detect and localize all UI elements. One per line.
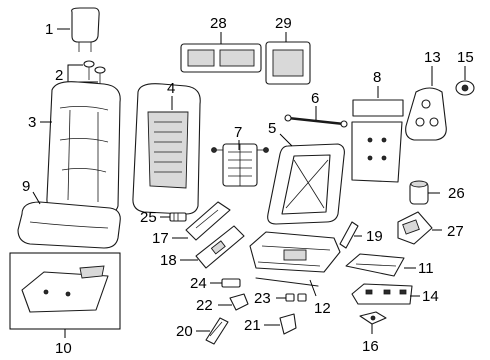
part-switch-21 — [279, 313, 297, 335]
part-seat-adjuster — [249, 231, 341, 287]
callout-10: 10 — [55, 340, 72, 357]
part-seat-back-heater — [132, 83, 201, 215]
part-handle-20 — [205, 317, 229, 345]
callout-16: 16 — [362, 338, 379, 355]
callout-28: 28 — [210, 15, 227, 32]
callout-22: 22 — [196, 297, 213, 314]
callout-5: 5 — [268, 120, 276, 137]
part-back-panel — [405, 87, 447, 141]
part-clip-16 — [359, 311, 387, 325]
callout-11: 11 — [418, 260, 434, 277]
part-seat-back-trim — [46, 81, 121, 215]
part-track-rail — [351, 283, 413, 305]
callout-9: 9 — [22, 178, 30, 195]
callout-1: 1 — [45, 21, 53, 38]
part-control-module-27 — [397, 211, 433, 245]
part-cushion-frame — [21, 265, 109, 313]
part-side-shield — [185, 201, 231, 241]
part-switch-24 — [221, 278, 241, 288]
part-bracket-19 — [339, 221, 359, 249]
callout-14: 14 — [422, 288, 439, 305]
part-cushion-panel — [345, 253, 405, 277]
callout-23: 23 — [254, 290, 271, 307]
part-module-29 — [265, 41, 311, 85]
callout-12: 12 — [314, 300, 331, 317]
callout-4: 4 — [167, 80, 175, 97]
part-seat-back-pad — [351, 99, 404, 183]
callout-29: 29 — [275, 15, 292, 32]
callout-13: 13 — [424, 49, 441, 66]
part-lower-shield — [195, 225, 245, 269]
callout-20: 20 — [176, 323, 193, 340]
part-headrest — [71, 7, 100, 52]
callout-27: 27 — [447, 223, 464, 240]
callout-19: 19 — [366, 228, 383, 245]
leader-12 — [309, 279, 317, 297]
part-rod — [284, 114, 348, 128]
callout-25: 25 — [140, 209, 157, 226]
part-seat-back-frame — [267, 143, 345, 225]
part-switch-knob-22 — [229, 293, 249, 311]
part-seat-cushion-cover — [17, 201, 121, 249]
callout-7: 7 — [234, 124, 242, 141]
callout-17: 17 — [152, 230, 169, 247]
callout-26: 26 — [448, 185, 465, 202]
part-headrest-guides — [83, 60, 106, 86]
part-bracket-15 — [455, 80, 475, 96]
callout-24: 24 — [190, 275, 207, 292]
callout-15: 15 — [457, 49, 474, 66]
callout-18: 18 — [160, 252, 177, 269]
leader-5 — [279, 133, 293, 147]
part-connectors-23 — [285, 293, 307, 302]
part-motor-26 — [409, 180, 429, 205]
callout-6: 6 — [311, 90, 319, 107]
callout-3: 3 — [28, 114, 36, 131]
leader-9 — [32, 191, 41, 205]
leader-2 — [67, 64, 98, 83]
part-lumbar-support — [211, 143, 269, 187]
callout-2: 2 — [55, 67, 63, 84]
part-module-28 — [180, 43, 262, 73]
part-connector-25 — [169, 212, 187, 222]
callout-8: 8 — [373, 69, 381, 86]
callout-21: 21 — [244, 317, 261, 334]
